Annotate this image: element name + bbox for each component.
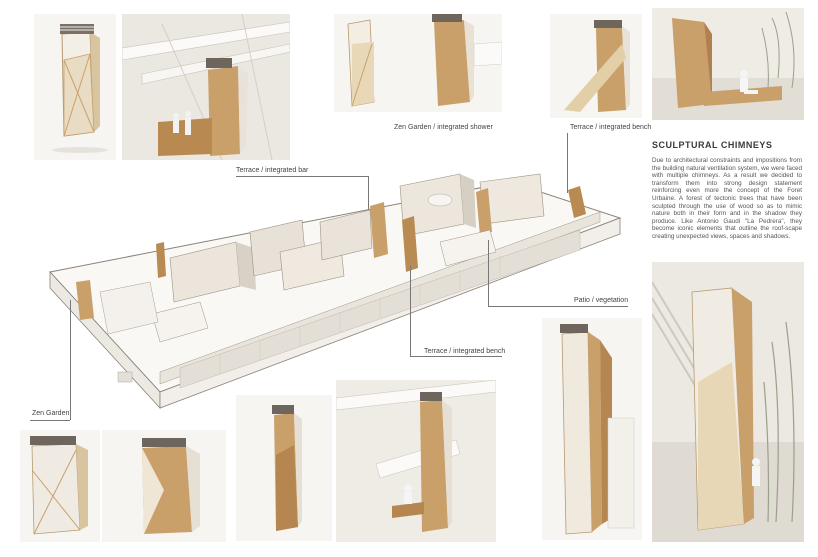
chimney-model [30,436,88,535]
leader-patio [488,306,628,307]
render-chimney-tall [542,318,642,540]
render-terrace-bench-top [550,14,642,118]
label-terrace-bench-mid: Terrace / integrated bench [424,348,506,355]
render-chimney-bottom-3 [236,395,332,541]
courtyard-scene [652,262,804,542]
render-chimney-top-1 [34,14,116,160]
section-title: SCULPTURAL CHIMNEYS [652,140,773,150]
bar-scene [122,14,290,160]
render-terrace-bar [122,14,290,160]
shower-scene [347,14,502,107]
render-chimney-seated [336,380,496,542]
render-chimney-bottom-1 [20,430,100,542]
label-zen-garden: Zen Garden [32,410,70,417]
leader-bench-top [567,133,568,193]
chimney-model [272,405,302,531]
chimney-model [142,438,200,534]
render-chimney-courtyard [652,262,804,542]
chimney-model [560,324,635,535]
seated-scene [336,380,496,542]
leader-bar [236,176,368,177]
bench-chimney [564,20,630,112]
section-description: Due to architectural constraints and imp… [652,157,802,240]
bench-scene [652,8,804,120]
leader-bench-mid [410,356,502,357]
chimney-model [52,24,108,153]
label-terrace-bar: Terrace / integrated bar [236,167,309,174]
leader-zen-garden-v [70,300,71,420]
label-terrace-bench-top: Terrace / integrated bench [570,124,652,131]
roof-plan-axo [49,173,622,410]
render-bench-person [652,8,804,120]
leader-bar-v [368,176,369,212]
label-patio: Patio / vegetation [574,297,629,304]
render-chimney-bottom-2 [102,430,226,542]
leader-bench-mid-v [410,266,411,356]
leader-patio-v [488,240,489,306]
label-zen-shower: Zen Garden / integrated shower [394,124,493,131]
render-zen-shower [334,14,502,112]
leader-zen-garden [30,420,70,421]
axonometric-roof-model [40,172,644,422]
